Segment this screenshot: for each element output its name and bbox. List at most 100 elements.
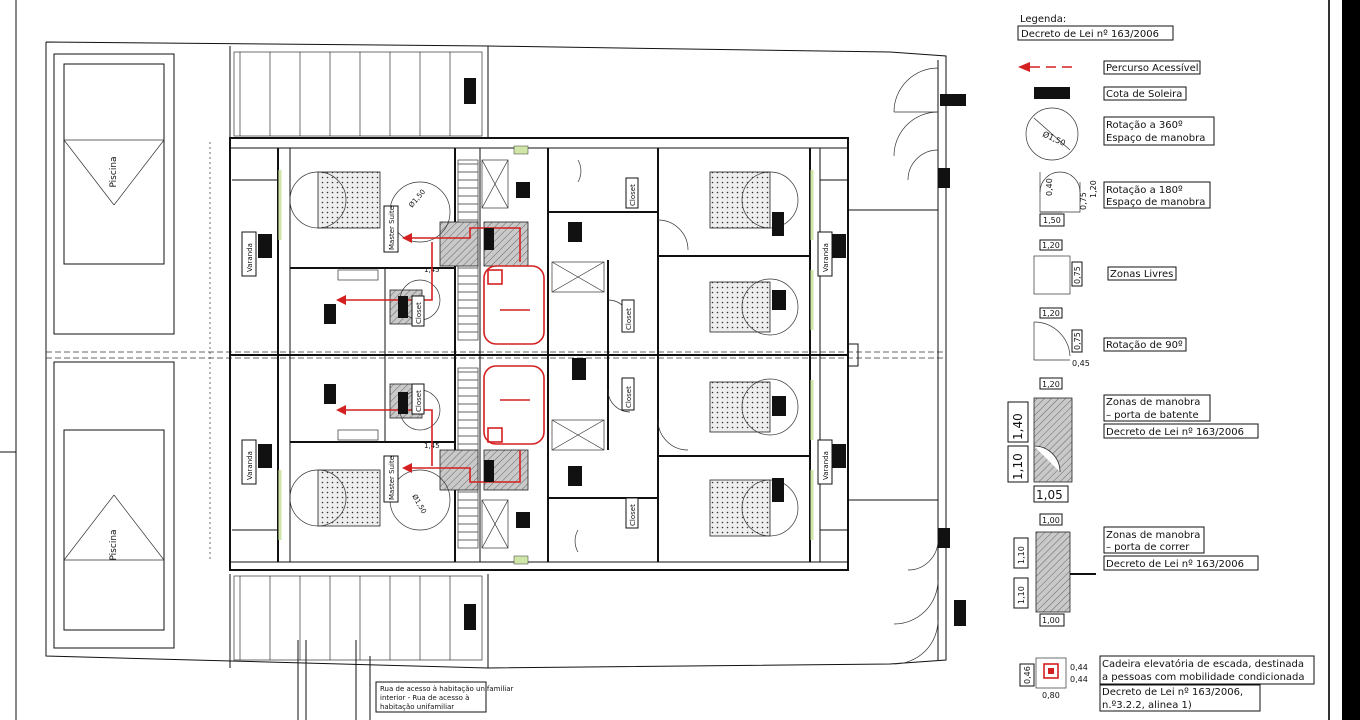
legend-porta-correr-icon — [1035, 531, 1071, 613]
legend-item-percurso-label: Percurso Acessível — [1106, 62, 1199, 74]
lot-outline — [45, 41, 947, 669]
room-label-varanda-1: Varanda — [246, 243, 254, 272]
legend-dim-rot90-r: 0,45 — [1072, 359, 1090, 368]
floor-plan-drawing: Piscina Piscina — [0, 0, 1315, 720]
accessible-route — [336, 227, 545, 483]
legend-dim-circle: Ø1,50 — [1041, 129, 1067, 148]
legend-item-cadeira-line3: Decreto de Lei nº 163/2006, — [1102, 687, 1243, 698]
legend-item-rot90-label: Rotação de 90º — [1106, 340, 1183, 351]
legend-dim-batente-h1: 1,40 — [1011, 413, 1025, 440]
legend-subtitle: Decreto de Lei nº 163/2006 — [1021, 29, 1159, 40]
legend-circle-icon — [1025, 107, 1079, 161]
cota-tag-3 — [940, 94, 966, 106]
pool-label-bottom: Piscina — [109, 529, 119, 560]
legend-dim-batente-w2: 1,05 — [1036, 488, 1063, 502]
legend-dim-correr-h1: 1,10 — [1017, 546, 1026, 564]
bottom-note-line3: habitação unifamiliar — [380, 703, 454, 711]
bottom-note-line2: interior - Rua de acesso à — [380, 694, 469, 702]
legend-item-rot360: Ø1,50 Rotação a 360º Espaço de manobra — [1025, 107, 1215, 161]
legend-dim-batente-h2: 1,10 — [1011, 453, 1025, 480]
legend-item-cota: Cota de Soleira — [1034, 86, 1187, 101]
room-label-closet-5: Closet — [629, 184, 637, 206]
legend-dim-cadeira-b: 0,44 — [1070, 675, 1088, 684]
room-labels: Varanda Varanda Varanda Varanda Master S… — [241, 177, 833, 529]
legend-cadeira-icon — [1035, 657, 1067, 689]
frame-border — [1342, 0, 1360, 720]
room-label-closet-6: Closet — [629, 504, 637, 526]
legend-dim-rot180-v: 0,75 — [1079, 192, 1088, 210]
terrace-strips — [233, 51, 483, 661]
legend-item-rot180-line2: Espaço de manobra — [1106, 197, 1205, 208]
legend-zona-livre-icon — [1033, 255, 1071, 295]
legend-dim-cadeira-d: 0,46 — [1023, 666, 1032, 684]
room-label-closet-4: Closet — [625, 386, 633, 408]
legend-item-batente-line2: – porta de batente — [1106, 410, 1199, 421]
legend-item-rot360-line1: Rotação a 360º — [1106, 120, 1183, 131]
cota-tags — [258, 78, 966, 630]
turn-dim-top: Ø1,50 — [407, 188, 427, 209]
pool-label-top: Piscina — [109, 156, 119, 187]
legend-item-zonas-livres: 1,20 0,75 Zonas Livres — [1033, 239, 1177, 295]
legend-item-percurso: Percurso Acessível — [1018, 60, 1201, 75]
legend-item-rot90: 1,20 0,75 0,45 Rotação de 90º — [1033, 307, 1187, 368]
room-label-varanda-4: Varanda — [822, 451, 830, 480]
legend-item-batente-line1: Zonas de manobra — [1106, 397, 1200, 408]
legend-item-rot180: 0,40 0,75 1,20 1,50 Rotação a 180º Espaç… — [1039, 171, 1211, 227]
room-label-closet-1: Closet — [415, 302, 423, 324]
legend-item-correr-line3: Decreto de Lei nº 163/2006 — [1106, 559, 1244, 570]
cota-tag-4 — [938, 168, 950, 188]
legend-dim-rot180-w: 1,50 — [1043, 216, 1061, 225]
legend-cota-tag-icon — [1034, 87, 1070, 99]
legend-dim-rot90-h: 0,75 — [1073, 332, 1082, 350]
beds — [289, 171, 799, 537]
legend-porta-batente-icon — [1033, 397, 1073, 483]
room-label-varanda-3: Varanda — [822, 243, 830, 272]
legend-dim-zona-w: 1,20 — [1042, 241, 1060, 250]
room-label-master-2: Master Suite — [388, 456, 396, 500]
legend-item-zonas-livres-label: Zonas Livres — [1110, 269, 1173, 280]
building-walls — [229, 137, 859, 571]
legend-dim-rot180-h: 0,40 — [1045, 178, 1054, 196]
legend: Legenda: Decreto de Lei nº 163/2006 Perc… — [1007, 14, 1315, 712]
frame-line — [1328, 0, 1330, 720]
room-label-master-1: Master Suite — [388, 206, 396, 250]
legend-dim-zona-h: 0,75 — [1073, 266, 1082, 284]
legend-item-rot360-line2: Espaço de manobra — [1106, 133, 1205, 144]
bottom-note: Rua de acesso à habitação unifamiliar in… — [297, 640, 514, 720]
legend-title: Legenda: — [1020, 14, 1066, 25]
cota-tag-7 — [258, 234, 272, 258]
legend-item-correr-line1: Zonas de manobra — [1106, 530, 1200, 541]
pool-bottom: Piscina — [53, 361, 175, 649]
legend-rot90-icon — [1033, 322, 1070, 361]
turn-dim-bottom: Ø1,50 — [410, 493, 427, 515]
door-swings — [574, 67, 939, 665]
legend-item-batente-line3: Decreto de Lei nº 163/2006 — [1106, 427, 1244, 438]
legend-item-rot180-line1: Rotação a 180º — [1106, 185, 1183, 196]
room-label-closet-2: Closet — [415, 390, 423, 412]
legend-dim-batente-w: 1,20 — [1042, 380, 1060, 389]
legend-dim-cadeira-c: 0,80 — [1042, 691, 1060, 700]
legend-dim-correr-h2: 1,10 — [1017, 586, 1026, 604]
legend-dim-rot90-w: 1,20 — [1042, 309, 1060, 318]
cota-tag-8 — [258, 444, 272, 468]
room-label-varanda-2: Varanda — [246, 451, 254, 480]
legend-item-cadeira: 0,46 0,44 0,44 0,80 Cadeira elevatória d… — [1019, 655, 1315, 712]
cota-tag-1 — [464, 78, 476, 104]
legend-item-porta-batente: 1,20 1,40 1,10 1,05 Zonas de manobra – p… — [1007, 377, 1259, 503]
legend-dim-rot180-h2: 1,20 — [1089, 180, 1098, 198]
legend-dim-cadeira-a: 0,44 — [1070, 663, 1088, 672]
legend-item-porta-correr: 1,00 1,10 1,10 1,00 Zonas de manobra – p… — [1013, 513, 1259, 627]
pool-top: Piscina — [53, 53, 175, 335]
legend-dim-correr-w: 1,00 — [1042, 516, 1060, 525]
legend-item-cadeira-line4: n.º3.2.2, alinea 1) — [1102, 700, 1192, 711]
legend-item-cadeira-line1: Cadeira elevatória de escada, destinada — [1102, 658, 1304, 670]
legend-item-cadeira-line2: a pessoas com mobilidade condicionada — [1102, 672, 1305, 683]
legend-dim-correr-w2: 1,00 — [1042, 616, 1060, 625]
legend-item-cota-label: Cota de Soleira — [1106, 89, 1182, 100]
cota-tag-2 — [464, 604, 476, 630]
bottom-note-line1: Rua de acesso à habitação unifamiliar — [380, 685, 514, 693]
cota-tag-6 — [954, 600, 966, 626]
cota-tag-5 — [938, 528, 950, 548]
room-label-closet-3: Closet — [625, 308, 633, 330]
legend-item-correr-line2: – porta de correr — [1106, 542, 1190, 553]
